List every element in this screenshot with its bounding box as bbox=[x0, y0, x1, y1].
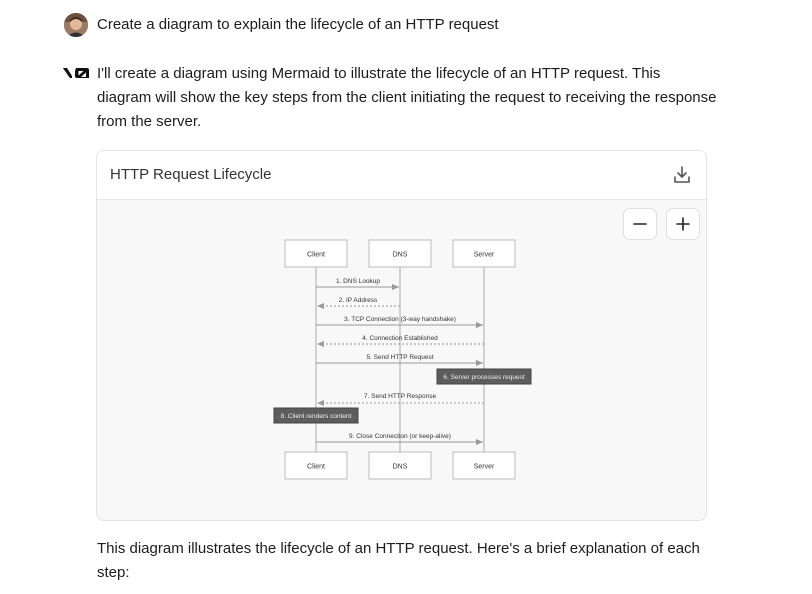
note-server-processes: 6. Server processes request bbox=[436, 368, 532, 385]
participant-dns-top: DNS bbox=[368, 239, 432, 268]
note-client-renders: 8. Client renders content bbox=[273, 407, 359, 424]
assistant-intro: I'll create a diagram using Mermaid to i… bbox=[97, 65, 717, 130]
svg-text:Client: Client bbox=[307, 464, 325, 471]
user-message: Create a diagram to explain the lifecycl… bbox=[97, 16, 499, 33]
explanation-text: This diagram illustrates the lifecycle o… bbox=[97, 540, 700, 581]
message-label: 1. DNS Lookup bbox=[336, 278, 380, 285]
minus-icon bbox=[633, 223, 647, 225]
participant-client-bottom: Client bbox=[284, 451, 348, 480]
svg-text:DNS: DNS bbox=[393, 252, 408, 259]
plus-icon bbox=[676, 217, 690, 231]
message-label: 2. IP Address bbox=[339, 297, 378, 304]
message-label: 9. Close Connection (or keep-alive) bbox=[349, 433, 451, 440]
diagram-card: HTTP Request Lifecycle Cli bbox=[96, 150, 707, 521]
message-label: 4. Connection Established bbox=[362, 335, 438, 342]
svg-text:6. Server processes request: 6. Server processes request bbox=[443, 374, 524, 381]
svg-text:8. Client renders content: 8. Client renders content bbox=[281, 413, 352, 420]
message-label: 5. Send HTTP Request bbox=[366, 354, 433, 361]
participant-server-top: Server bbox=[452, 239, 516, 268]
svg-text:Server: Server bbox=[474, 252, 495, 259]
participant-server-bottom: Server bbox=[452, 451, 516, 480]
zoom-out-button[interactable] bbox=[623, 208, 657, 240]
message-label: 7. Send HTTP Response bbox=[364, 393, 437, 400]
participant-client-top: Client bbox=[284, 239, 348, 268]
v0-logo-icon bbox=[63, 68, 89, 78]
svg-text:DNS: DNS bbox=[393, 464, 408, 471]
participant-dns-bottom: DNS bbox=[368, 451, 432, 480]
message-label: 3. TCP Connection (3-way handshake) bbox=[344, 316, 456, 323]
svg-text:Client: Client bbox=[307, 252, 325, 259]
svg-text:Server: Server bbox=[474, 464, 495, 471]
user-avatar bbox=[64, 13, 88, 37]
card-title: HTTP Request Lifecycle bbox=[110, 166, 272, 183]
download-button[interactable] bbox=[670, 163, 694, 187]
card-header: HTTP Request Lifecycle bbox=[97, 151, 706, 200]
download-icon bbox=[674, 166, 690, 183]
zoom-in-button[interactable] bbox=[666, 208, 700, 240]
sequence-diagram: Client DNS Server 1. DNS Lookup 2. IP Ad… bbox=[273, 239, 532, 480]
